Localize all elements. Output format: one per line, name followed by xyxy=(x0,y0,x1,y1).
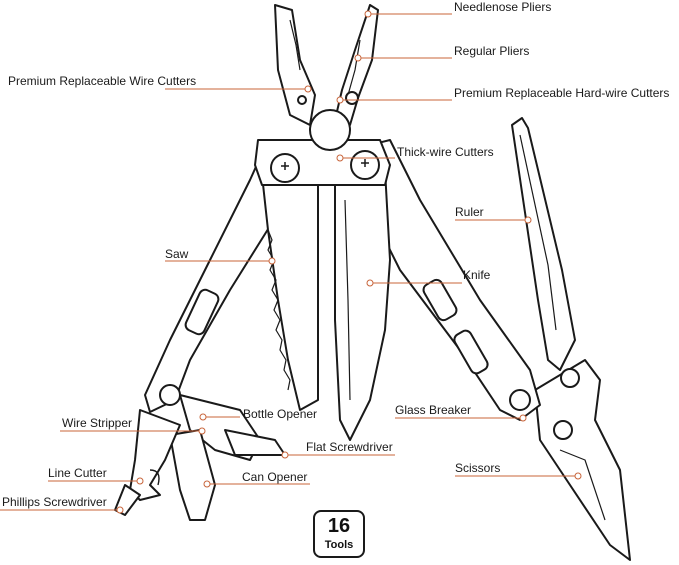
line-cutter-part xyxy=(130,410,180,500)
label-ruler: Ruler xyxy=(455,205,484,219)
label-needlenose-pliers: Needlenose Pliers xyxy=(454,0,551,14)
label-knife: Knife xyxy=(463,268,490,282)
label-bottle-opener: Bottle Opener xyxy=(243,407,317,421)
label-glass-breaker: Glass Breaker xyxy=(395,403,471,417)
label-phillips-screwdriver: Phillips Screwdriver xyxy=(2,495,107,509)
scissors-part xyxy=(535,360,630,560)
label-regular-pliers: Regular Pliers xyxy=(454,44,529,58)
saw-part xyxy=(262,175,318,410)
label-saw: Saw xyxy=(165,247,188,261)
label-thick-wire-cutters: Thick-wire Cutters xyxy=(397,145,494,159)
right-handle xyxy=(365,140,540,420)
tools-count-text: Tools xyxy=(315,538,363,552)
label-scissors: Scissors xyxy=(455,461,500,475)
label-premium-hardwire-cutters: Premium Replaceable Hard-wire Cutters xyxy=(454,86,669,100)
label-can-opener: Can Opener xyxy=(242,470,307,484)
pliers-left-jaw xyxy=(275,5,315,125)
knife-part xyxy=(335,165,390,440)
label-wire-stripper: Wire Stripper xyxy=(62,416,132,430)
label-flat-screwdriver: Flat Screwdriver xyxy=(306,440,393,454)
tools-count-number: 16 xyxy=(315,514,363,538)
tools-count-badge: 16 Tools xyxy=(313,510,365,558)
label-premium-wire-cutters: Premium Replaceable Wire Cutters xyxy=(8,74,196,88)
pliers-right-jaw xyxy=(335,5,378,125)
label-line-cutter: Line Cutter xyxy=(48,466,107,480)
